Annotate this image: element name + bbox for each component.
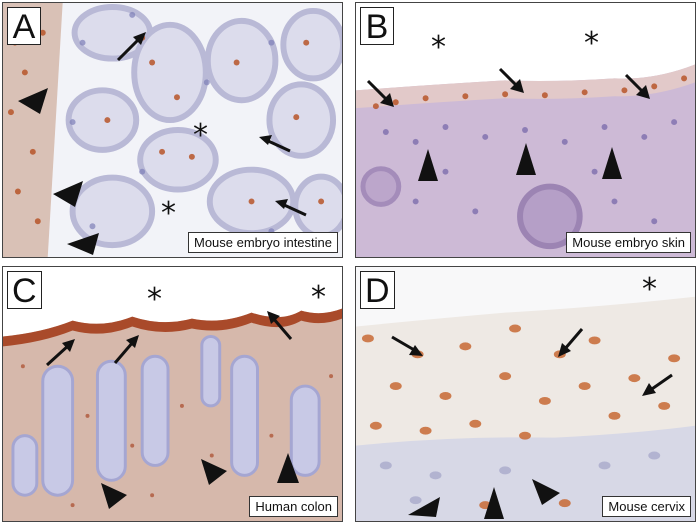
black-triangle-arrowhead-icon: [18, 88, 48, 114]
black-triangle-arrowhead-icon: [53, 181, 83, 207]
panel-d: D * Mouse cervix: [355, 266, 696, 522]
panel-label: B: [360, 7, 394, 46]
black-triangle-arrowhead-icon: [101, 483, 127, 509]
micrograph-image-b: [356, 3, 695, 257]
black-arrow-icon: [267, 311, 293, 340]
panel-a: A * * Mouse embryo intestine: [2, 2, 343, 258]
micrograph-image-c: [3, 267, 342, 521]
asterisk-icon: *: [193, 118, 208, 153]
black-arrow-icon: [498, 67, 524, 93]
black-triangle-arrowhead-icon: [408, 497, 440, 517]
asterisk-icon: *: [311, 280, 326, 315]
black-arrow-icon: [391, 335, 423, 356]
panel-caption: Mouse cervix: [602, 496, 691, 517]
black-arrow-icon: [259, 135, 291, 153]
panel-c: C * * Human colon: [2, 266, 343, 522]
black-arrow-icon: [45, 339, 75, 367]
panel-b: B * * Mouse embryo skin: [355, 2, 696, 258]
black-arrow-icon: [624, 73, 650, 99]
panel-caption: Mouse embryo intestine: [187, 232, 338, 253]
micrograph-image-d: [356, 267, 695, 521]
asterisk-icon: *: [642, 272, 657, 307]
black-arrow-icon: [275, 199, 307, 217]
black-arrow-icon: [113, 335, 139, 364]
black-triangle-arrowhead-icon: [532, 479, 560, 505]
asterisk-icon: *: [431, 30, 446, 65]
black-triangle-arrowhead-icon: [602, 147, 622, 179]
black-triangle-arrowhead-icon: [201, 459, 227, 485]
nuclei-b: [372, 75, 688, 110]
nuclei-c: [20, 364, 334, 508]
panel-label: A: [7, 7, 41, 46]
asterisk-icon: *: [161, 196, 176, 231]
black-arrow-icon: [116, 32, 146, 62]
asterisk-icon: *: [584, 26, 599, 61]
asterisk-icon: *: [147, 282, 162, 317]
black-triangle-arrowhead-icon: [277, 453, 299, 483]
black-arrow-icon: [366, 79, 394, 107]
panel-label: D: [360, 271, 395, 310]
black-triangle-arrowhead-icon: [67, 233, 99, 255]
black-arrow-icon: [642, 373, 673, 396]
black-arrow-icon: [558, 328, 584, 357]
panel-label: C: [7, 271, 42, 310]
micrograph-image-a: [3, 3, 342, 257]
black-triangle-arrowhead-icon: [484, 487, 504, 519]
panel-caption: Mouse embryo skin: [566, 232, 691, 253]
panel-caption: Human colon: [249, 496, 338, 517]
black-triangle-arrowhead-icon: [418, 149, 438, 181]
black-triangle-arrowhead-icon: [516, 143, 536, 175]
